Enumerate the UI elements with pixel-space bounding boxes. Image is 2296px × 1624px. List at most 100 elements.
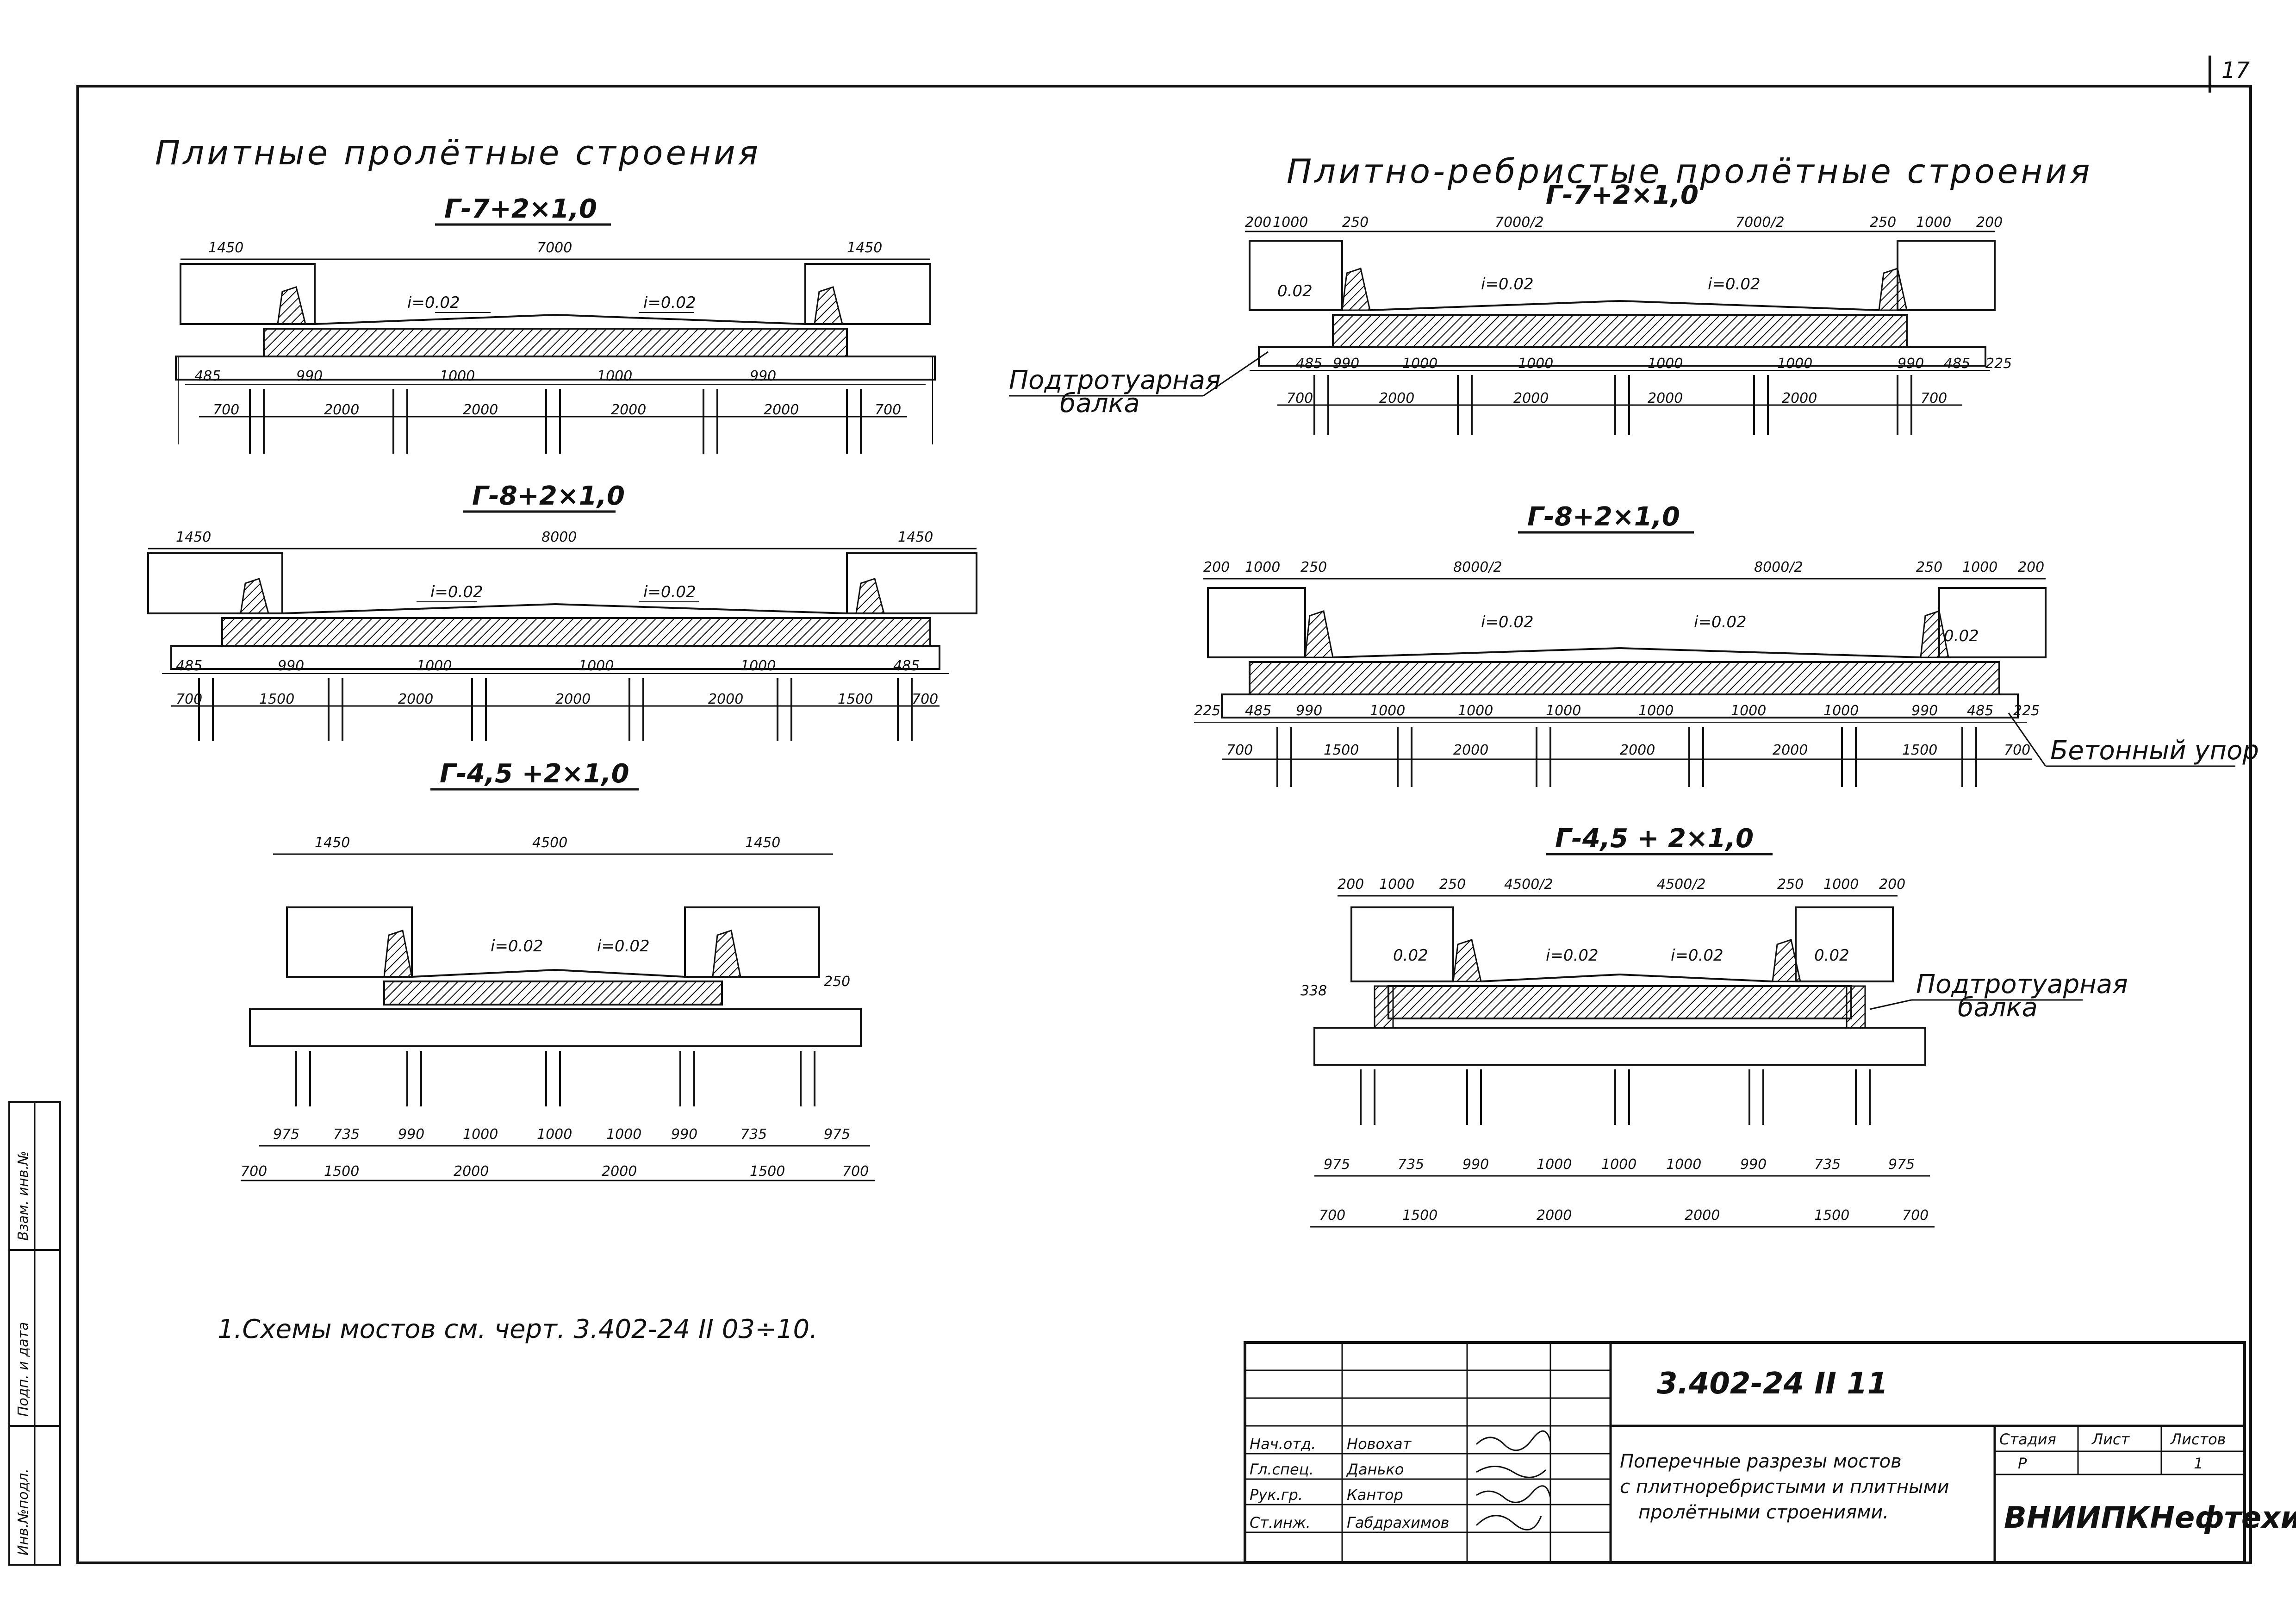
left-section-g7: Г-7+2×1,0 1450 7000 1450 i=0.02 i=0.02 4… xyxy=(175,194,936,454)
dim-label: 2000 xyxy=(764,402,799,418)
left-g7-label: Г-7+2×1,0 xyxy=(444,194,597,224)
left-g8-label: Г-8+2×1,0 xyxy=(472,481,625,511)
dim-label: 250 xyxy=(1870,214,1896,231)
dim-label: 485 xyxy=(1967,703,1993,719)
dim-label: 1000 xyxy=(597,368,632,384)
dim-label: 2000 xyxy=(1379,390,1414,406)
document-code: 3.402-24 II 11 xyxy=(1657,1367,1888,1401)
dim-label: 485 xyxy=(1944,356,1970,372)
dim-label: 1000 xyxy=(417,658,452,674)
callout-sub-sidewalk-beam: Подтротуарная xyxy=(1009,365,1221,395)
dim-label: 4500/2 xyxy=(1657,876,1706,893)
dim-label: 1500 xyxy=(1814,1207,1849,1224)
dim-label: 2000 xyxy=(454,1163,489,1180)
sheet-title-line: с плитноребристыми и плитными xyxy=(1620,1476,1949,1498)
page-number: 17 xyxy=(2221,57,2250,83)
dim-label: 200 xyxy=(1203,559,1230,575)
dim-label: 2000 xyxy=(463,402,498,418)
tb-role: Рук.гр. xyxy=(1250,1486,1303,1504)
dim-label: 200 xyxy=(2018,559,2044,575)
tb-sheet-header: Лист xyxy=(2091,1430,2130,1448)
dim-label: 990 xyxy=(750,368,776,384)
organization-name: ВНИИПКНефтехим xyxy=(2004,1501,2296,1535)
dim-label: 225 xyxy=(1985,356,2012,372)
dim-label: 700 xyxy=(213,402,239,418)
dim-label: 2000 xyxy=(1453,742,1488,758)
dim-label: 1000 xyxy=(740,658,776,674)
dim-label: 1450 xyxy=(745,835,780,851)
tb-sheets-header: Листов xyxy=(2170,1430,2226,1448)
right-section-g7: Г-7+2×1,0 200 1000 250 7000/2 7000/2 250… xyxy=(1009,180,2012,435)
dim-label: 250 xyxy=(1916,559,1942,575)
dim-label: 1000 xyxy=(1962,559,1997,575)
dim-label: 975 xyxy=(1324,1156,1350,1173)
sheet-frame xyxy=(76,85,2252,1564)
tb-sheets-value: 1 xyxy=(2194,1455,2203,1472)
right-section-g8: Г-8+2×1,0 200 1000 250 8000/2 8000/2 250… xyxy=(1194,502,2259,787)
signature-marks xyxy=(1475,1430,1551,1530)
dim-label: 1000 xyxy=(1648,356,1683,372)
dim-label: 1500 xyxy=(1902,742,1937,758)
dim-label: 2000 xyxy=(708,691,743,707)
dim-label: 200 xyxy=(1338,876,1364,893)
dim-label: 700 xyxy=(1921,390,1947,406)
dim-label: 2000 xyxy=(1773,742,1808,758)
dim-label: 338 xyxy=(1300,983,1327,999)
dim-label: 1450 xyxy=(847,240,882,256)
slope-label: i=0.02 xyxy=(597,937,650,956)
dim-label: 990 xyxy=(1462,1156,1489,1173)
dim-label: 225 xyxy=(1194,703,1220,719)
dim-label: 700 xyxy=(176,691,202,707)
slope-label: i=0.02 xyxy=(1694,613,1747,631)
dim-label: 700 xyxy=(1319,1207,1345,1224)
dim-label: 7000 xyxy=(537,240,572,256)
callout-sub-sidewalk-beam: балка xyxy=(1060,388,1140,418)
side-label-sign-date: Подп. и дата xyxy=(15,1322,31,1417)
dim-label: 7000/2 xyxy=(1495,214,1544,231)
tb-role: Гл.спец. xyxy=(1250,1461,1314,1478)
dim-label: 990 xyxy=(278,658,304,674)
dim-label: 200 xyxy=(1879,876,1905,893)
left-g45-label: Г-4,5 +2×1,0 xyxy=(440,759,629,789)
dim-label: 1500 xyxy=(259,691,294,707)
dim-label: 200 xyxy=(1245,214,1271,231)
dim-label: 990 xyxy=(1333,356,1359,372)
slope-label: i=0.02 xyxy=(1481,275,1534,294)
dim-label: 1000 xyxy=(579,658,614,674)
dim-label: 700 xyxy=(875,402,901,418)
dim-label: 1000 xyxy=(1402,356,1437,372)
dim-label: 485 xyxy=(893,658,920,674)
tb-name: Кантор xyxy=(1347,1486,1403,1504)
dim-label: 1000 xyxy=(1370,703,1405,719)
dim-label: 990 xyxy=(1911,703,1938,719)
dim-label: 2000 xyxy=(324,402,359,418)
tb-stage-header: Стадия xyxy=(1999,1430,2056,1448)
dim-label: 1000 xyxy=(1518,356,1553,372)
dim-label: 250 xyxy=(1342,214,1369,231)
slope-label: i=0.02 xyxy=(491,937,543,956)
dim-label: 1000 xyxy=(1638,703,1674,719)
dim-label: 735 xyxy=(1814,1156,1841,1173)
dim-label: 8000/2 xyxy=(1453,559,1502,575)
dim-label: 1000 xyxy=(440,368,475,384)
dim-label: 7000/2 xyxy=(1736,214,1785,231)
dim-label: 200 xyxy=(1976,214,2003,231)
dim-label: 1500 xyxy=(750,1163,785,1180)
dim-label: 1000 xyxy=(1546,703,1581,719)
right-g8-label: Г-8+2×1,0 xyxy=(1527,502,1680,532)
dim-label: 2000 xyxy=(1782,390,1817,406)
dim-label: 485 xyxy=(1296,356,1322,372)
dim-label: 2000 xyxy=(398,691,433,707)
tb-name: Габдрахимов xyxy=(1347,1514,1450,1531)
dim-label: 8000/2 xyxy=(1754,559,1803,575)
dim-label: 250 xyxy=(824,974,850,990)
dim-label: 8000 xyxy=(541,529,577,545)
tb-name: Данько xyxy=(1346,1461,1404,1478)
slope-label: i=0.02 xyxy=(407,294,460,312)
dim-label: 1000 xyxy=(1273,214,1308,231)
dim-label: 1000 xyxy=(606,1126,641,1143)
dim-label: 1000 xyxy=(1379,876,1414,893)
dim-label: 1000 xyxy=(1823,703,1859,719)
dim-label: 1000 xyxy=(1916,214,1951,231)
